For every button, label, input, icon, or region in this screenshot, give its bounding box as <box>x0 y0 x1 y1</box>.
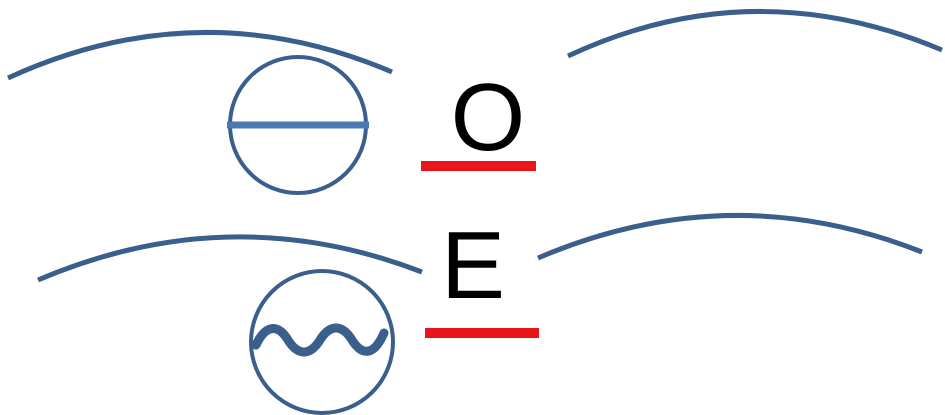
circle-with-wavy-line-icon <box>249 269 395 415</box>
top-right-arc <box>566 9 943 59</box>
bottom-right-arc <box>537 212 923 261</box>
top-letter: O <box>451 64 526 171</box>
bottom-letter: E <box>441 212 505 319</box>
bottom-row: E <box>37 212 923 415</box>
bottom-left-arc <box>37 234 423 283</box>
top-row: O <box>6 9 943 195</box>
bottom-circle-wavy-line <box>251 323 389 357</box>
circle-with-horizontal-line-icon <box>227 55 369 195</box>
bottom-circle <box>249 269 395 415</box>
top-left-arc <box>6 29 393 81</box>
